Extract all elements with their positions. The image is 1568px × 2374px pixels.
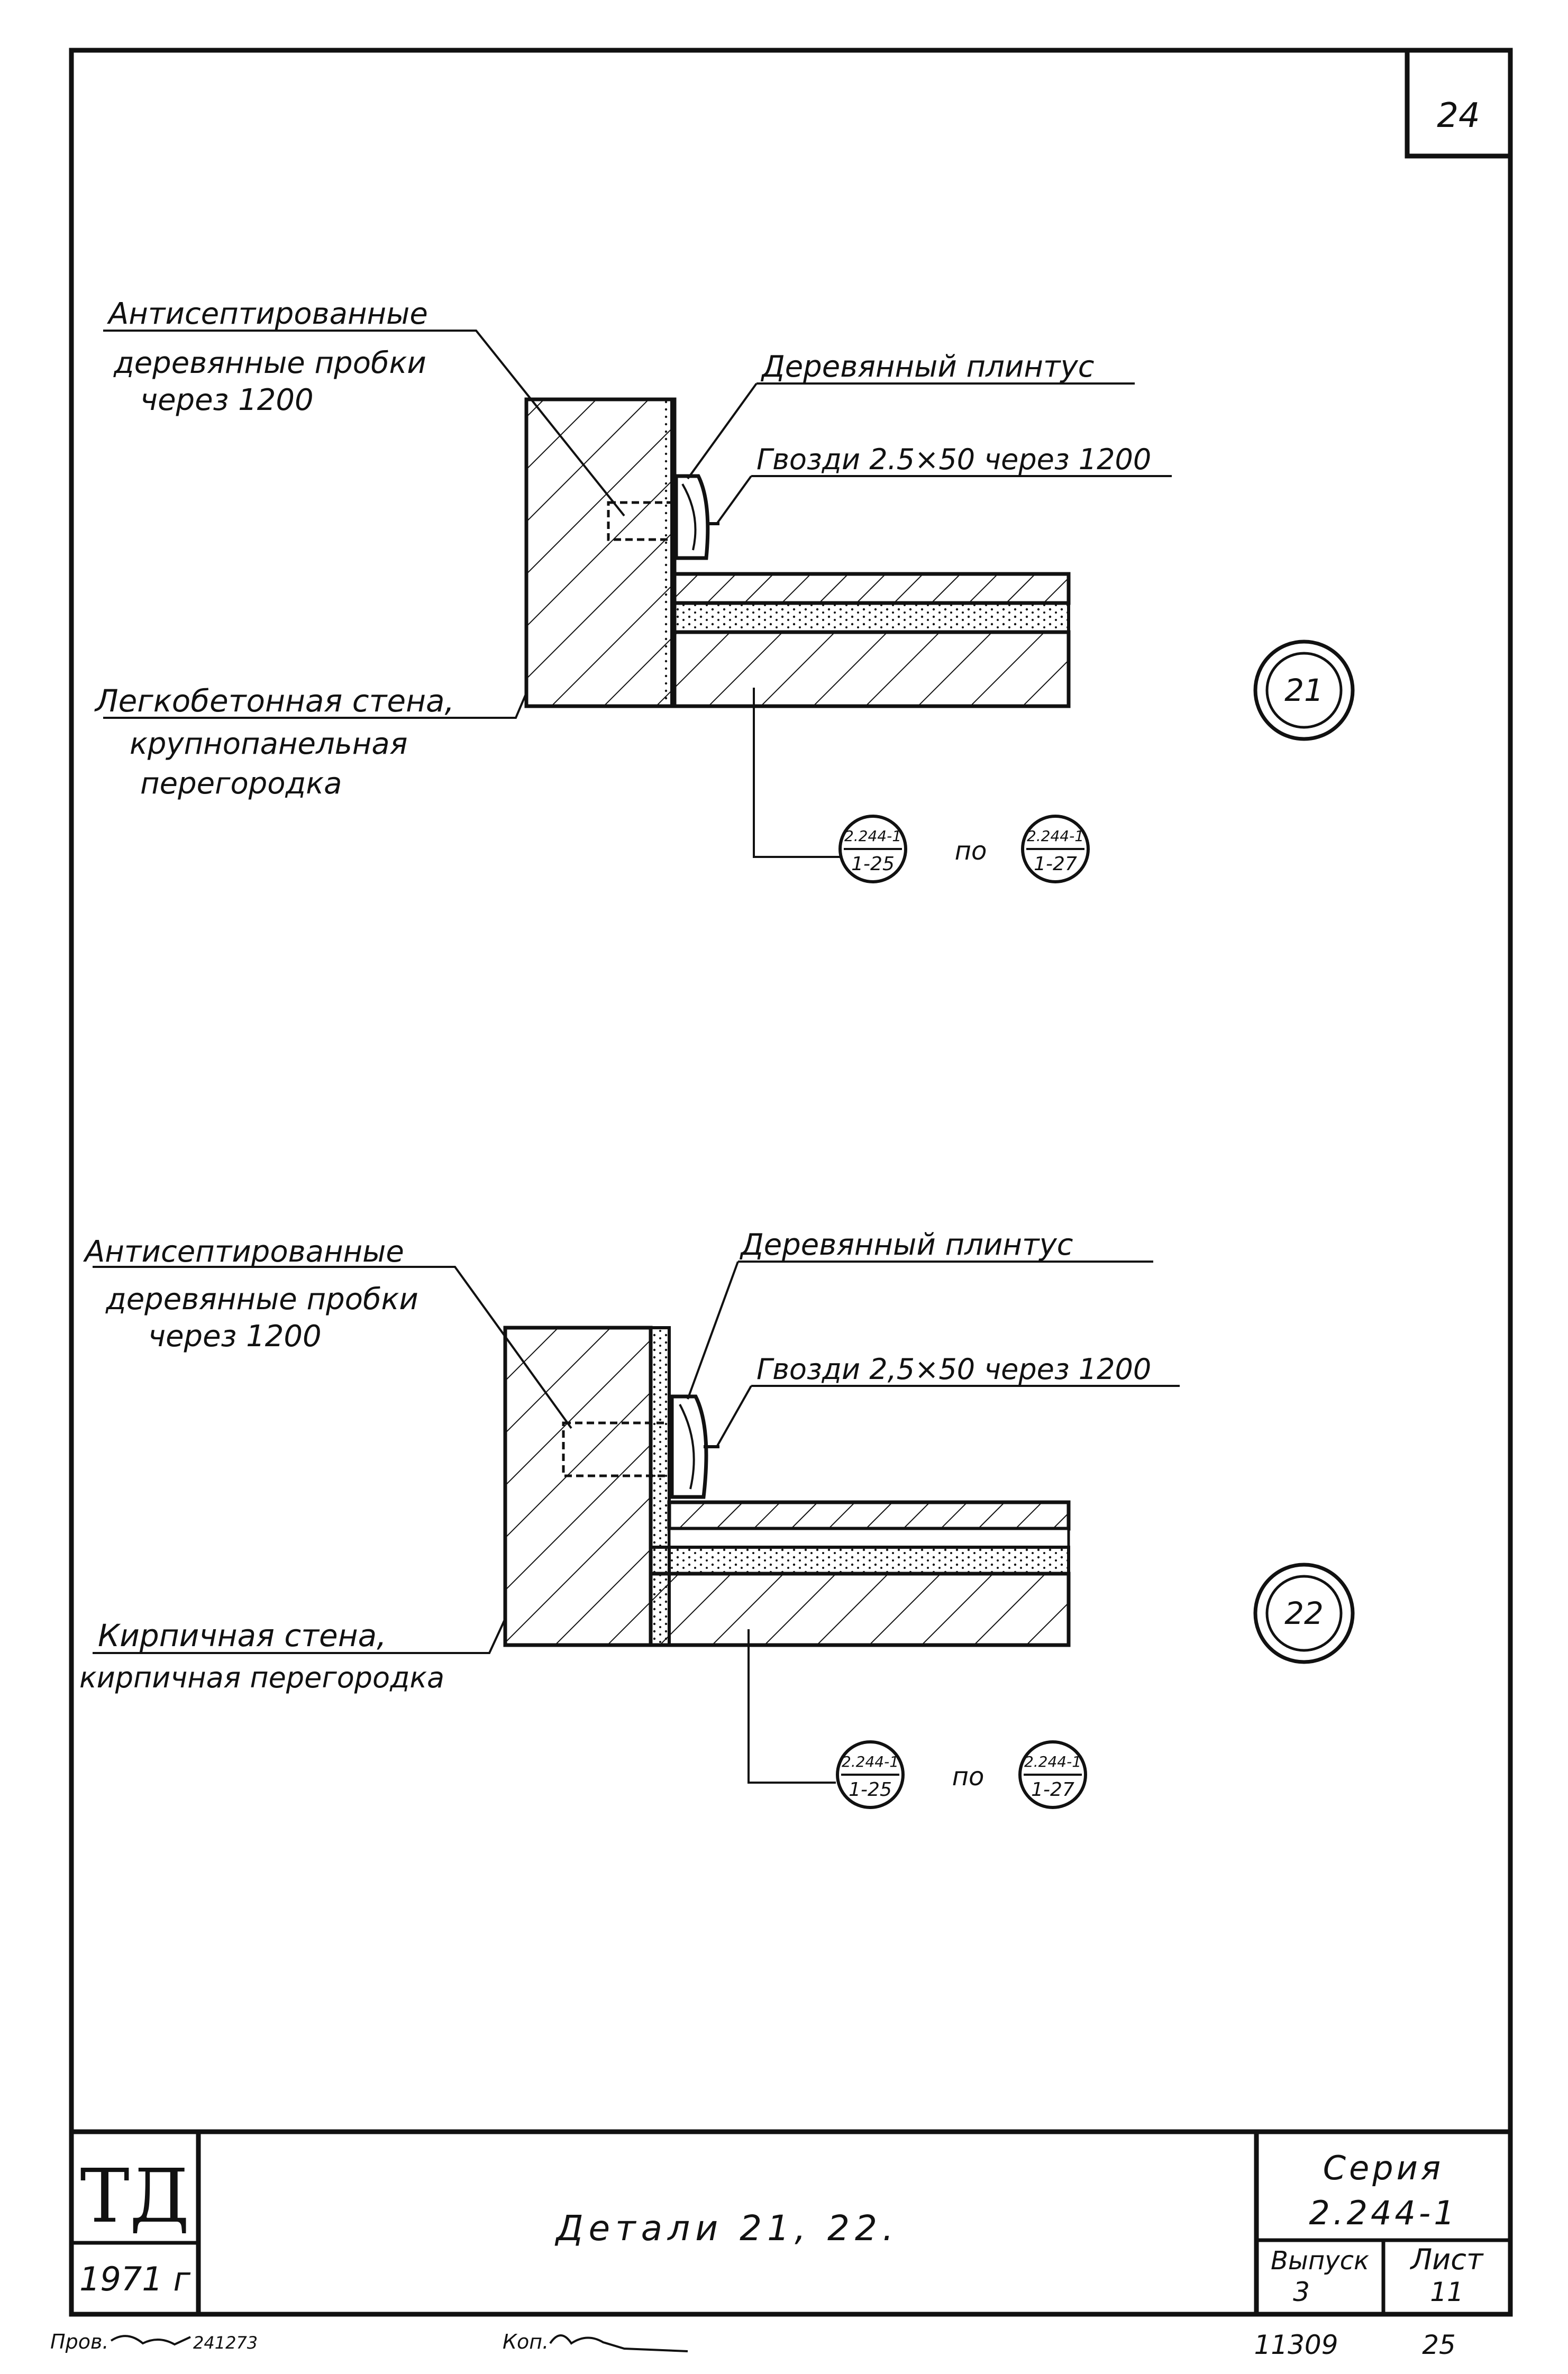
detail21-ref-from: 2.244-1 1-25 [838,815,907,883]
sheet-value: 11 [1430,2277,1464,2307]
checked-code: 241273 [193,2333,258,2353]
detail22-plugs-line1: Антисептированные [83,1235,404,1269]
detail21-wall-line2: крупнопанельная [130,727,407,761]
copier-signature [549,2334,688,2352]
page-number: 25 [1422,2330,1456,2360]
detail21-ref-to-bottom: 1-27 [1034,853,1077,875]
detail22-marker: 22 [1253,1563,1355,1664]
sheet-label: Лист [1410,2243,1484,2276]
detail21-wall-line1: Легкобетонная стена, [94,683,454,719]
detail22-plinth-label: Деревянный плинтус [739,1228,1073,1262]
detail-21: Антисептированные деревянные пробки чере… [94,297,1355,883]
detail21-plugs-line1: Антисептированные [107,297,428,331]
wooden-plinth [674,474,710,560]
floor-screed [673,601,1070,634]
detail22-nails-label: Гвозди 2,5×50 через 1200 [756,1353,1151,1386]
detail21-ref-from-bottom: 1-25 [851,853,895,875]
wooden-plug [607,501,673,541]
checked-label: Пров. [50,2330,108,2353]
detail21-ref-to-top: 2.244-1 [1027,827,1084,845]
detail21-ref-from-top: 2.244-1 [844,827,901,845]
detail22-wall-line1: Кирпичная стена, [98,1618,387,1654]
floor-slab [672,630,1071,708]
detail22-wall-line2: кирпичная перегородка [79,1661,444,1694]
order-number: 11309 [1254,2330,1338,2360]
detail22-ref-to-top: 2.244-1 [1024,1753,1081,1770]
footer: Пров. 241273 Коп. 11309 25 [50,2330,1456,2360]
detail21-ref-to: 2.244-1 1-27 [1021,815,1090,883]
detail22-ref-from-bottom: 1-25 [849,1779,892,1801]
detail22-ref-from: 2.244-1 1-25 [836,1740,905,1809]
detail22-ref-to-bottom: 1-27 [1031,1779,1074,1801]
floor-slab-22 [649,1572,1071,1647]
floor-board [672,572,1071,605]
issue-label: Выпуск [1271,2246,1369,2276]
year: 1971 г [79,2260,190,2298]
detail21-wall-line3: перегородка [140,766,342,801]
floor-screed-22 [649,1546,1070,1575]
wooden-plug-22 [562,1421,671,1477]
sheet-frame [69,48,1513,2317]
lightweight-concrete-wall [524,397,677,708]
td-logo-text: ТД [80,2153,189,2240]
detail21-ref-word: по [955,836,987,866]
title-block: ТД 1971 г Детали 21, 22. Серия 2.244-1 В… [71,2129,1510,2314]
checked-signature [110,2335,191,2346]
series-value: 2.244-1 [1309,2194,1457,2232]
detail21-plugs-line2: деревянные пробки [113,346,426,380]
td-logo: ТД [80,2153,189,2240]
detail22-plugs-line2: деревянные пробки [105,1282,418,1317]
detail-22: Антисептированные деревянные пробки чере… [79,1228,1355,1809]
detail21-marker: 21 [1253,640,1355,741]
drawing-title: Детали 21, 22. [554,2208,899,2249]
copied-label: Коп. [503,2330,549,2353]
detail21-plinth-label: Деревянный плинтус [760,350,1095,384]
detail22-ref-to: 2.244-1 1-27 [1018,1740,1087,1809]
detail22-marker-number: 22 [1284,1595,1324,1631]
sheet-number-box: 24 [1405,48,1513,159]
detail22-plugs-line3: через 1200 [148,1319,322,1354]
sheet-number: 24 [1437,96,1480,135]
detail22-ref-from-top: 2.244-1 [842,1753,899,1770]
detail22-ref-word: по [952,1762,984,1792]
detail21-plugs-line3: через 1200 [140,383,314,417]
floor-board-22 [667,1500,1071,1531]
brick-wall [503,1326,653,1647]
detail21-marker-number: 21 [1284,672,1324,708]
series-label: Серия [1323,2149,1444,2187]
wooden-plinth-22 [670,1394,708,1499]
detail21-nails-label: Гвозди 2.5×50 через 1200 [756,443,1151,476]
issue-value: 3 [1293,2277,1310,2307]
